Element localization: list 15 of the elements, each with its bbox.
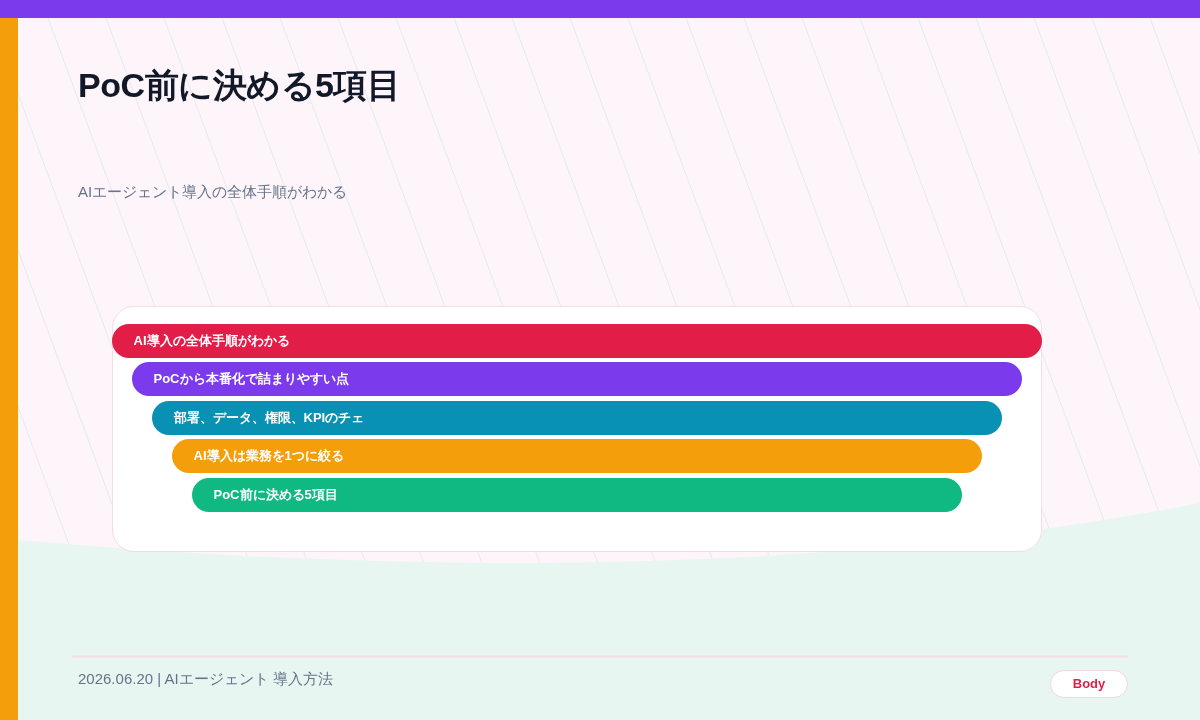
- step-bar: [191, 477, 962, 512]
- step-label: AI導入の全体手順がわかる: [133, 331, 290, 350]
- step-bar: [111, 323, 1042, 358]
- step-label: PoCから本番化で詰まりやすい点: [153, 369, 349, 388]
- subtitle: AIエージェント導入の全体手順がわかる: [78, 182, 348, 202]
- step-bar: [131, 361, 1022, 396]
- step-label: PoC前に決める5項目: [213, 485, 338, 504]
- card-panel: [112, 306, 1042, 552]
- step-bar: [151, 400, 1002, 435]
- step-bar: [171, 438, 982, 473]
- step-label: 部署、データ、権限、KPIのチェ: [173, 408, 365, 427]
- footer-text: 2026.06.20 | AIエージェント 導入方法: [78, 669, 333, 689]
- step-label: AI導入は業務を1つに絞る: [193, 446, 344, 465]
- title: PoC前に決める5項目: [78, 65, 401, 106]
- section-badge: Body: [1050, 670, 1128, 698]
